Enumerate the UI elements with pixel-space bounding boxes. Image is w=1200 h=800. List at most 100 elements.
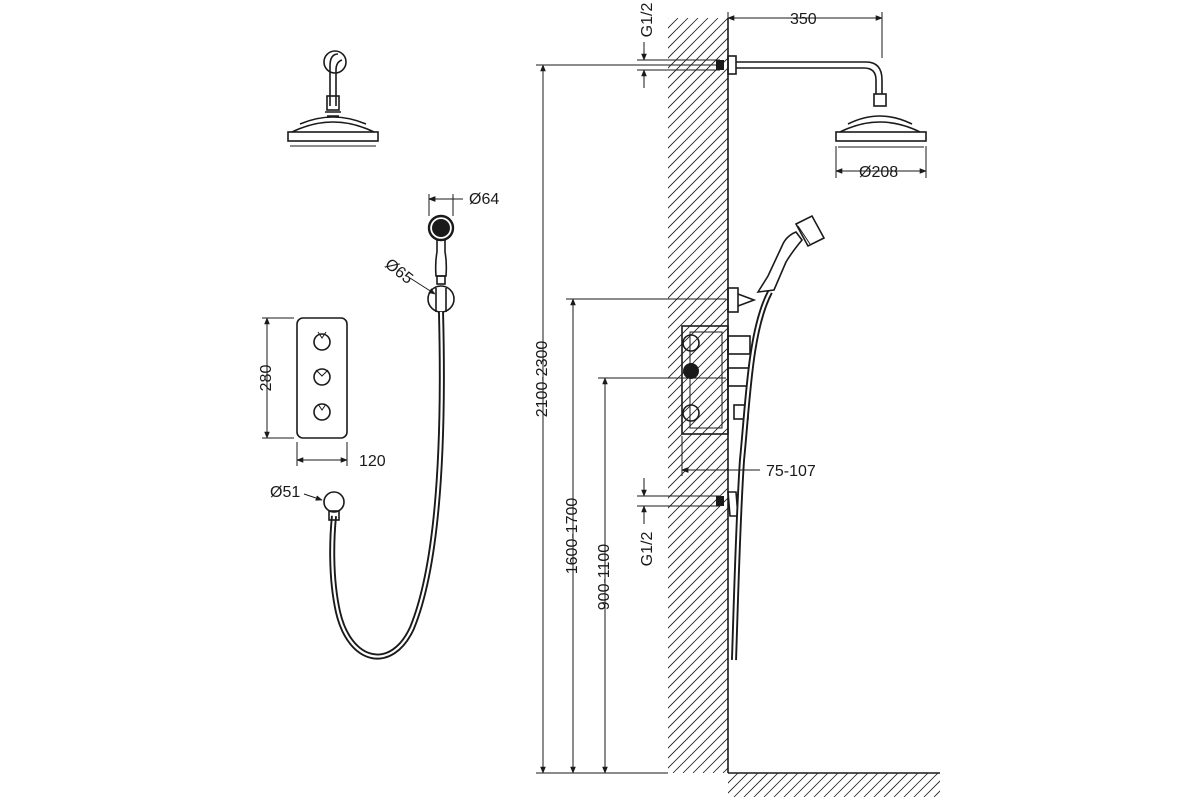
shower-arm-side-view — [716, 55, 887, 107]
hatch-line — [668, 337, 728, 399]
hatch-line — [873, 773, 899, 797]
head-diameter-label: Ø208 — [859, 164, 898, 181]
hatch-line — [668, 627, 728, 689]
concealed-valve-body — [681, 325, 751, 435]
valve-height-label: 900-1100 — [596, 544, 613, 611]
thermostatic-control-panel — [296, 317, 348, 439]
hatch-line — [853, 773, 879, 797]
hatch-line — [668, 157, 728, 219]
hatch-line — [783, 773, 809, 797]
hatch-line — [702, 747, 728, 773]
floor-section — [728, 772, 968, 797]
hatch-line — [863, 773, 889, 797]
top-connection-label: G1/2 — [639, 3, 656, 38]
hatch-line — [668, 487, 728, 549]
hatch-line — [668, 637, 728, 699]
dim-panel-width — [296, 442, 348, 466]
hatch-line — [668, 367, 728, 429]
dim-arm-length — [727, 12, 883, 58]
hatch-line — [668, 407, 728, 469]
hatch-line — [903, 773, 929, 797]
hatch-line — [668, 77, 728, 139]
hatch-line — [803, 773, 829, 797]
shower-hose-side-view — [731, 290, 773, 661]
hatch-line — [668, 127, 728, 189]
hatch-line — [668, 107, 728, 169]
handshower-holder-side-view — [727, 287, 757, 313]
hatch-line — [913, 773, 939, 797]
hatch-line — [728, 773, 739, 784]
head-height-label: 2100-2300 — [534, 341, 551, 418]
hatch-line — [668, 47, 728, 109]
hatch-line — [668, 67, 728, 129]
hatch-line — [668, 587, 728, 649]
hatch-line — [823, 773, 849, 797]
hatch-line — [668, 147, 728, 209]
hatch-line — [753, 773, 779, 797]
hatch-line — [733, 773, 759, 797]
hatch-line — [668, 347, 728, 409]
handshower-holder-front-view — [427, 285, 455, 313]
hand-shower-side-view — [756, 214, 826, 294]
hatch-line — [668, 707, 728, 769]
dim-top-connection — [637, 42, 720, 88]
hatch-line — [733, 18, 1200, 773]
wall-section — [668, 18, 1200, 773]
hatch-line — [668, 447, 728, 509]
hatch-line — [728, 773, 749, 794]
hatch-line — [682, 727, 728, 773]
hatch-line — [692, 737, 728, 773]
hatch-line — [923, 780, 940, 797]
rain-shower-head-front-view — [287, 50, 379, 147]
hatch-line — [793, 773, 819, 797]
hatch-line — [668, 117, 728, 179]
hatch-line — [763, 773, 789, 797]
dim-head-diameter — [835, 146, 927, 178]
hatch-line — [843, 773, 869, 797]
dim-install-depth — [681, 436, 760, 476]
hatch-line — [668, 87, 728, 149]
install-depth-label: 75-107 — [766, 463, 816, 480]
hatch-line — [668, 377, 728, 439]
hatch-line — [668, 437, 728, 499]
panel-width-label: 120 — [359, 453, 386, 470]
hatch-line — [668, 597, 728, 659]
arm-length-label: 350 — [790, 11, 817, 28]
dim-outlet-diameter — [303, 493, 323, 501]
bottom-connection-label: G1/2 — [639, 532, 656, 567]
hatch-line — [668, 497, 728, 559]
outlet-diameter-label: Ø51 — [270, 484, 300, 501]
dim-valve-height — [598, 377, 726, 774]
hatch-line — [668, 137, 728, 199]
dim-head-height — [536, 64, 716, 774]
hatch-line — [668, 617, 728, 679]
hatch-line — [712, 757, 728, 773]
hatch-line — [933, 790, 940, 797]
hatch-line — [668, 427, 728, 489]
dim-panel-height — [262, 317, 294, 439]
dim-holder-height — [566, 298, 726, 774]
hatch-line — [722, 767, 728, 773]
hatch-line — [883, 773, 909, 797]
hatch-line — [668, 57, 728, 119]
hatch-line — [813, 773, 839, 797]
hatch-line — [833, 773, 859, 797]
hatch-line — [668, 457, 728, 519]
handshower-diameter-label: Ø64 — [469, 191, 499, 208]
hatch-line — [668, 197, 728, 259]
hatch-line — [944, 773, 968, 797]
hatch-line — [773, 773, 799, 797]
dim-holder-diameter — [409, 277, 436, 295]
hatch-line — [668, 607, 728, 669]
dim-handshower-diameter — [428, 194, 463, 216]
wall-outlet-elbow — [323, 491, 345, 521]
hatch-line — [668, 187, 728, 249]
hatch-line — [668, 387, 728, 449]
holder-height-label: 1600-1700 — [564, 498, 581, 575]
hand-shower-front-view — [427, 214, 455, 285]
rain-shower-head-side-view — [835, 115, 927, 148]
hatch-line — [893, 773, 919, 797]
holder-diameter-label: Ø65 — [382, 256, 416, 288]
dim-bottom-connection — [637, 478, 720, 524]
